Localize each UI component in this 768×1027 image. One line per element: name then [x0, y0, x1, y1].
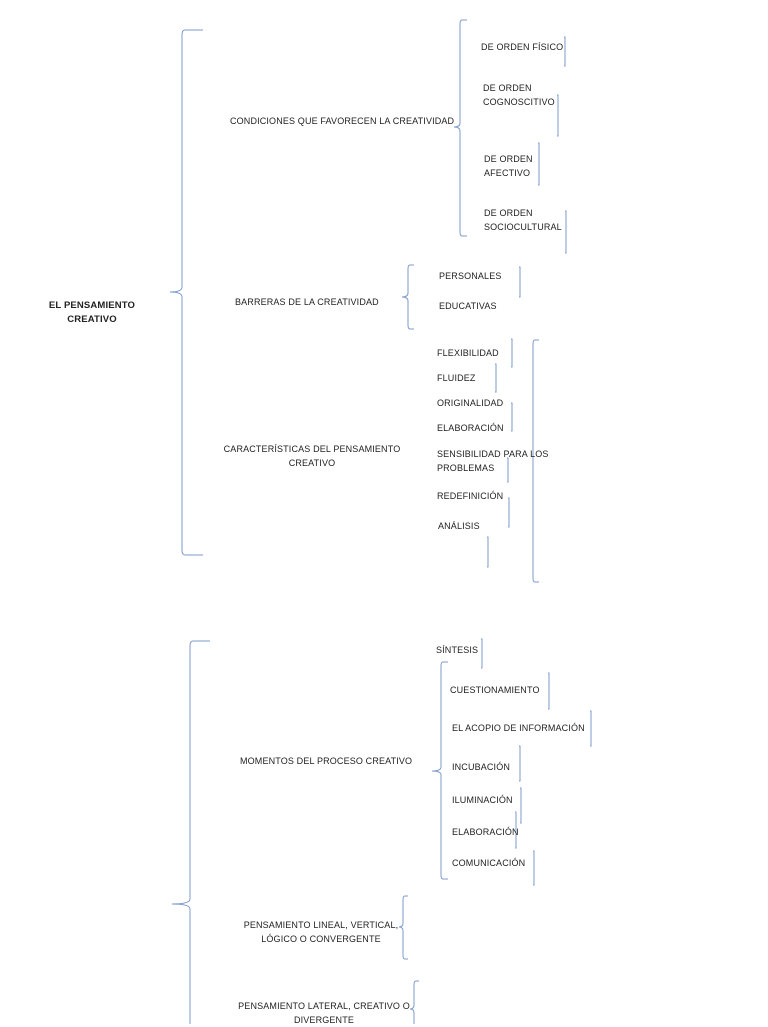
condicion-item-cognoscitivo-line1: DE ORDEN [483, 83, 532, 93]
momento-item-elaboracion: ELABORACIÓN [452, 827, 519, 837]
root-title-line2: CREATIVO [67, 314, 117, 325]
condicion-item-sociocultural-line1: DE ORDEN [484, 208, 533, 218]
caracteristicas-label-line2: CREATIVO [288, 458, 336, 468]
fisico-brace [564, 36, 566, 67]
sociocultural-brace [565, 210, 567, 254]
sensibilidad-brace [507, 457, 509, 483]
sintesis-brace [481, 638, 483, 669]
momento-item-cuestionamiento: CUESTIONAMIENTO [450, 685, 540, 695]
momento-item-iluminacion: ILUMINACIÓN [452, 795, 513, 805]
flexibilidad-brace [511, 338, 513, 368]
root-title-line1: EL PENSAMIENTO [48, 300, 136, 311]
iluminacion-brace [520, 787, 522, 824]
lineal-label: PENSAMIENTO LINEAL, VERTICAL, LÓGICO O C… [236, 918, 406, 946]
incubacion-brace [519, 745, 521, 782]
redefinicion-brace [508, 497, 510, 528]
condicion-item-afectivo-line2: AFECTIVO [484, 168, 531, 178]
cuestionamiento-brace [548, 672, 550, 710]
barrera-item-educativas: EDUCATIVAS [439, 301, 497, 311]
comunicacion-brace [533, 850, 535, 886]
acopio-brace [590, 710, 592, 747]
caracteristica-item-redefinicion: REDEFINICIÓN [437, 491, 504, 501]
condicion-item-sociocultural-line2: SOCIOCULTURAL [484, 222, 562, 232]
barrera-item-personales: PERSONALES [439, 271, 502, 281]
analisis-brace [487, 536, 489, 568]
condicion-item-fisico: DE ORDEN FÍSICO [481, 42, 564, 52]
caracteristica-item-elaboracion: ELABORACIÓN [437, 423, 504, 433]
caracteristica-item-originalidad: ORIGINALIDAD [437, 398, 504, 408]
caracteristicas-label-line1: CARACTERÍSTICAS DEL PENSAMIENTO [223, 444, 401, 454]
condiciones-brace [453, 19, 467, 237]
momento-item-sintesis: SÍNTESIS [436, 645, 479, 655]
lateral-label: PENSAMIENTO LATERAL, CREATIVO O DIVERGEN… [234, 999, 414, 1027]
caracteristica-item-fluidez: FLUIDEZ [437, 373, 476, 383]
caracteristica-item-analisis: ANÁLISIS [438, 521, 480, 531]
afectivo-brace [538, 142, 540, 186]
personales-brace [519, 266, 521, 298]
root-title: EL PENSAMIENTO CREATIVO [44, 299, 140, 327]
lineal-label-line2: LÓGICO O CONVERGENTE [261, 934, 381, 944]
barreras-label: BARRERAS DE LA CREATIVIDAD [235, 297, 379, 307]
momentos-label: MOMENTOS DEL PROCESO CREATIVO [240, 756, 413, 766]
originalidad-brace [511, 402, 513, 432]
lineal-label-line1: PENSAMIENTO LINEAL, VERTICAL, [243, 920, 399, 930]
condicion-item-afectivo: DE ORDEN AFECTIVO [484, 152, 533, 180]
root-brace [169, 29, 203, 556]
caracteristicas-label: CARACTERÍSTICAS DEL PENSAMIENTO CREATIVO [222, 442, 402, 470]
momento-item-incubacion: INCUBACIÓN [452, 762, 511, 772]
lower-root-brace [171, 640, 210, 1024]
condicion-item-cognoscitivo-line2: COGNOSCITIVO [483, 97, 555, 107]
momento-item-acopio: EL ACOPIO DE INFORMACIÓN [452, 723, 585, 733]
momento-item-comunicacion: COMUNICACIÓN [452, 858, 526, 868]
caracteristica-item-problemas: PROBLEMAS [437, 463, 495, 473]
condicion-item-sociocultural: DE ORDEN SOCIOCULTURAL [484, 206, 562, 234]
barreras-brace [401, 264, 414, 330]
condicion-item-cognoscitivo: DE ORDEN COGNOSCITIVO [483, 81, 555, 109]
condiciones-label: CONDICIONES QUE FAVORECEN LA CREATIVIDAD [230, 116, 455, 126]
caracteristicas-brace [532, 339, 539, 583]
momentos-brace [431, 661, 448, 880]
lateral-label-line1: PENSAMIENTO LATERAL, CREATIVO O [238, 1001, 410, 1011]
fluidez-brace [495, 363, 497, 393]
cognoscitivo-brace [557, 94, 559, 137]
lateral-label-line2: DIVERGENTE [293, 1015, 354, 1025]
caracteristica-item-sensibilidad: SENSIBILIDAD PARA LOS [437, 449, 549, 459]
condicion-item-afectivo-line1: DE ORDEN [484, 154, 533, 164]
caracteristica-item-flexibilidad: FLEXIBILIDAD [437, 348, 499, 358]
